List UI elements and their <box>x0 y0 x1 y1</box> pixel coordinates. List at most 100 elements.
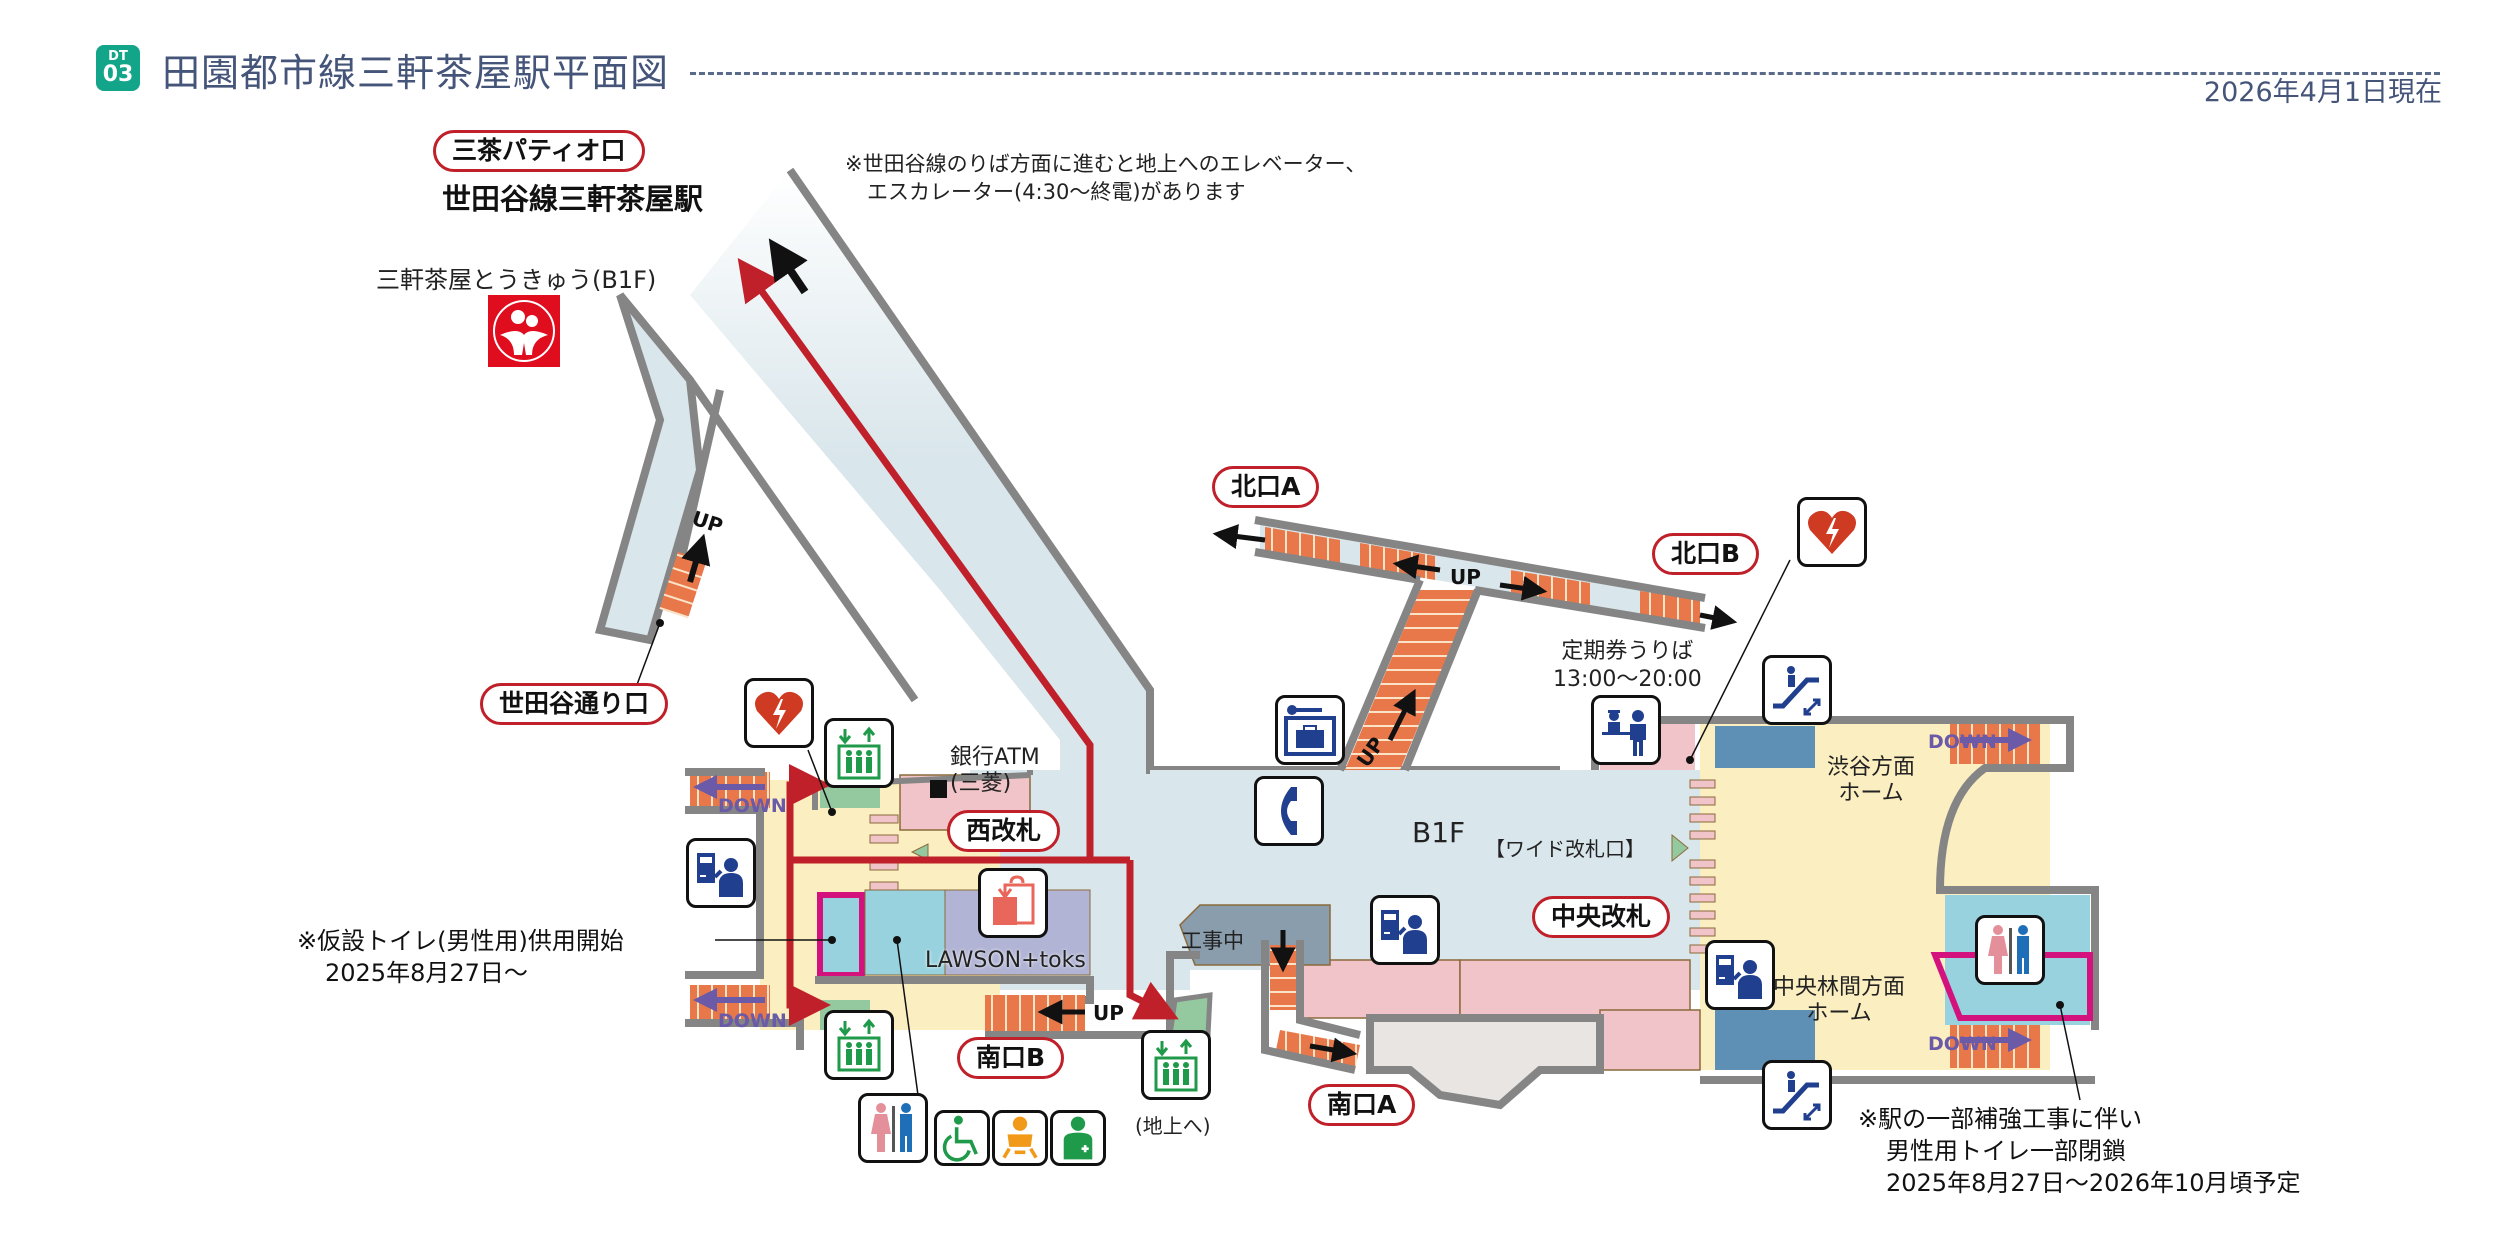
chuo-down-label: DOWN <box>1928 1033 1997 1055</box>
leader-toilet-closure <box>2059 1004 2081 1101</box>
north-main-stair <box>1345 590 1475 770</box>
aed-icon <box>755 691 803 735</box>
leader-restroom <box>896 939 921 1111</box>
exit-north-b[interactable]: 北口B <box>1652 533 1760 575</box>
ticket-machine-icon-central[interactable] <box>1705 940 1775 1010</box>
west-down-label-bottom: DOWN <box>718 1010 787 1032</box>
west-wide-gate-marker <box>910 843 929 861</box>
setagaya-line-note-line1: ※世田谷線のりば方面に進むと地上へのエレベーター、 <box>845 152 1367 176</box>
north-main-up-arrow <box>1387 688 1416 742</box>
leader-aed-west <box>807 749 833 813</box>
ostomate-icon <box>1063 1116 1093 1160</box>
temp-toilet-note: ※仮設トイレ(男性用)供用開始 2025年8月27日〜 <box>297 925 624 989</box>
ticket-machine-icon-west[interactable] <box>686 838 756 908</box>
elevator-icon <box>837 726 881 780</box>
pass-office-name: 定期券うりば <box>1561 639 1694 664</box>
central-gate-fences <box>1689 779 1716 954</box>
toilet-area <box>864 889 946 976</box>
construction-label: 工事中 <box>1181 929 1244 953</box>
temp-toilet-note-line2: 2025年8月27日〜 <box>325 959 528 987</box>
south-b-up-label: UP <box>1093 1001 1124 1025</box>
shibuya-down-label: DOWN <box>1928 731 1997 753</box>
south-elevator-shaft <box>1167 992 1213 1038</box>
south-shops-2 <box>1459 959 1691 1019</box>
restroom-icon <box>1988 925 2029 974</box>
north-a-arrow <box>1212 524 1266 549</box>
aed-icon-north[interactable] <box>1797 497 1867 567</box>
ticket-machine-icon <box>697 853 743 897</box>
ticket-machine-icon <box>1716 955 1762 999</box>
elevator-to-ground-label: (地上へ) <box>1135 1114 1211 1138</box>
ticket-machine-icon <box>1381 910 1427 954</box>
ostomate-icon-box[interactable] <box>1050 1110 1106 1166</box>
setagaya-line-note-line2: エスカレーター(4:30〜終電)があります <box>867 180 1246 204</box>
tokyu-store-logo-icon <box>488 295 560 367</box>
coin-locker-icon <box>1284 705 1336 756</box>
west-down-label-top: DOWN <box>718 795 787 817</box>
exit-south-a[interactable]: 南口A <box>1308 1084 1416 1126</box>
escalator-icon-chuo[interactable] <box>1762 1060 1832 1130</box>
leader-aed-north <box>1689 559 1791 761</box>
escalator-icon-shibuya[interactable] <box>1762 655 1832 725</box>
shibuya-platform-line2: ホーム <box>1838 781 1904 806</box>
south-shops-1 <box>1299 959 1461 1019</box>
station-office-icon <box>1602 710 1646 756</box>
elevator-icon <box>1154 1038 1198 1092</box>
floor-label: B1F <box>1412 816 1466 849</box>
chuo-rinkan-platform-line1: 中央林間方面 <box>1773 975 1906 1000</box>
telephone-icon <box>1281 787 1297 835</box>
north-b-arrow <box>1699 605 1738 630</box>
exit-south-b[interactable]: 南口B <box>957 1037 1065 1079</box>
setagaya-dori-up-arrow <box>681 533 711 583</box>
north-up-left-arrow <box>1392 554 1441 580</box>
chuo-rinkan-platform-line2: ホーム <box>1806 1001 1872 1026</box>
chuo-rinkan-platform-label: 中央林間方面 ホーム <box>1773 975 1905 1027</box>
toilet-closure-note-line2: 男性用トイレ一部閉鎖 <box>1886 1137 2126 1165</box>
elevator-icon-west-top[interactable] <box>824 718 894 788</box>
wide-gate-marker <box>1671 833 1689 863</box>
elevator-icon <box>837 1018 881 1072</box>
elevator-icon-south[interactable] <box>1141 1030 1211 1100</box>
central-gate-label: 中央改札 <box>1532 896 1671 938</box>
line-number-badge: DT 03 <box>96 45 140 91</box>
coin-locker-icon-box[interactable] <box>1275 695 1345 765</box>
elevator-icon-west-bottom[interactable] <box>824 1010 894 1080</box>
lawson-label: LAWSON+toks <box>925 948 1086 973</box>
as-of-date: 2026年4月1日現在 <box>2203 77 2442 108</box>
restroom-icon-west[interactable] <box>858 1093 928 1163</box>
escalator-icon <box>1773 1071 1821 1121</box>
atm-label: 銀行ATM (三菱) <box>950 745 1040 797</box>
telephone-icon-box[interactable] <box>1254 776 1324 846</box>
pass-office-hours: 13:00〜20:00 <box>1553 667 1702 692</box>
baby-care-icon-box[interactable] <box>992 1110 1048 1166</box>
shop-bag-icon <box>993 875 1035 925</box>
toilet-closure-note-line3: 2025年8月27日〜2026年10月頃予定 <box>1886 1169 2301 1197</box>
south-shops-3 <box>1599 1009 1701 1071</box>
route-to-setagaya-line <box>737 257 1094 860</box>
aed-icon-west[interactable] <box>744 678 814 748</box>
line-code: DT <box>108 49 128 64</box>
west-gate-label: 西改札 <box>947 810 1061 852</box>
south-service-area <box>1366 1014 1604 1110</box>
title-divider <box>690 72 2440 75</box>
exit-north-a[interactable]: 北口A <box>1212 466 1320 508</box>
north-up-label: UP <box>1450 565 1481 589</box>
aed-icon <box>1808 510 1856 554</box>
accessible-toilet-icon <box>942 1115 978 1162</box>
toilet-closure-note-line1: ※駅の一部補強工事に伴い <box>1858 1105 2143 1133</box>
restroom-icon-platform[interactable] <box>1975 915 2045 985</box>
exit-sancha-patio[interactable]: 三茶パティオ口 <box>433 130 645 172</box>
exit-setagaya-dori[interactable]: 世田谷通り口 <box>480 683 669 725</box>
station-number: 03 <box>102 62 134 87</box>
north-up-right-arrow <box>1499 575 1548 601</box>
station-office-icon-box[interactable] <box>1591 695 1661 765</box>
escalator-icon <box>1773 666 1821 716</box>
route-west-down <box>786 860 831 1026</box>
tokyu-store-label: 三軒茶屋とうきゅう(B1F) <box>376 266 657 294</box>
temp-toilet-note-line1: ※仮設トイレ(男性用)供用開始 <box>297 927 624 955</box>
route-south-elevator <box>1126 860 1179 1020</box>
ticket-machine-icon-south[interactable] <box>1370 895 1440 965</box>
leader-setagaya-dori <box>634 622 661 691</box>
accessible-toilet-icon-box[interactable] <box>934 1110 990 1166</box>
shop-icon-lawson[interactable] <box>978 868 1048 938</box>
